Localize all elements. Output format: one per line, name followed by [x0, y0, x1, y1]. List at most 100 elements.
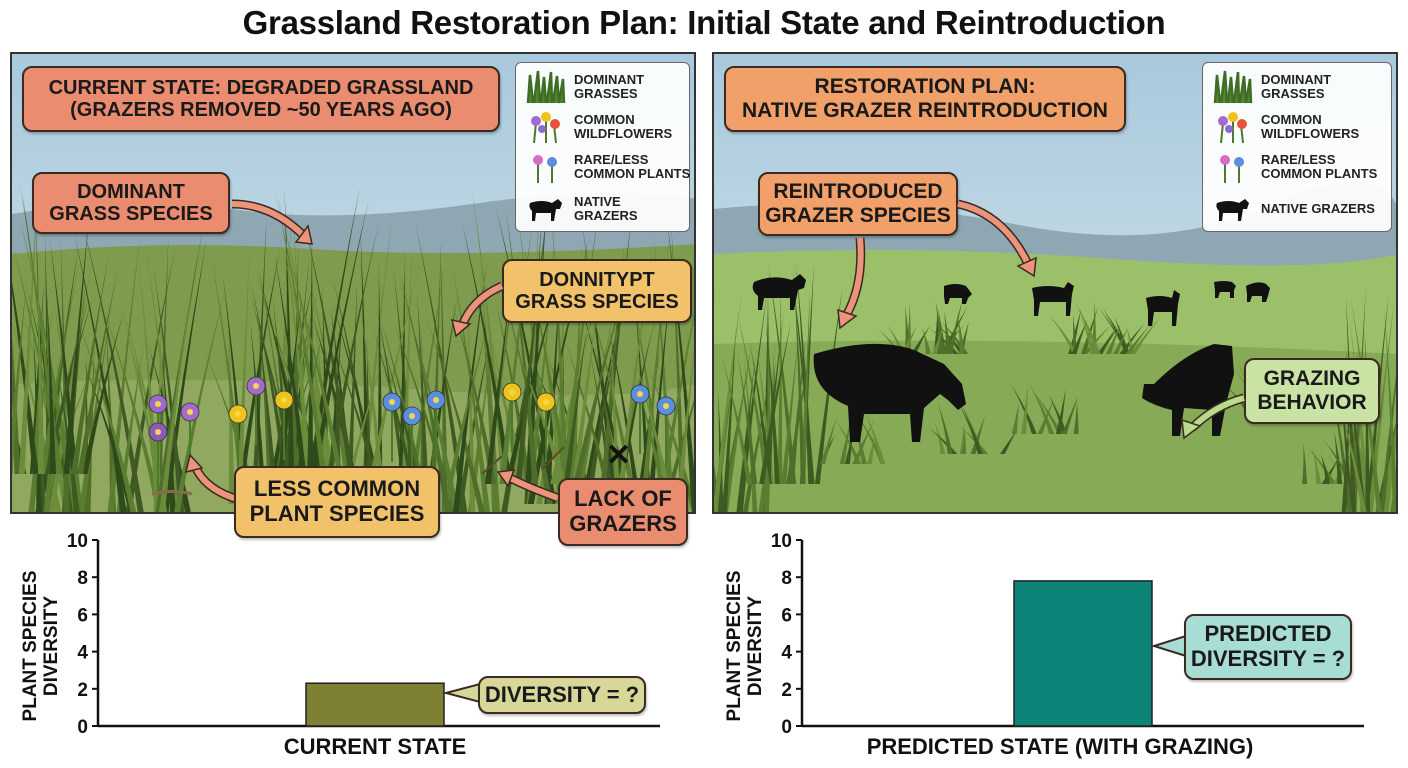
grass-blade	[461, 220, 513, 484]
grass-blade	[416, 289, 430, 512]
grass-blade	[852, 418, 875, 464]
grass-blade	[577, 291, 632, 512]
grass-blade	[481, 301, 498, 512]
grass-blade	[276, 295, 303, 484]
legend-label: WILDFLOWERS	[574, 126, 673, 141]
callout-line: PLANT SPECIES	[249, 501, 425, 526]
grass-blade	[901, 325, 917, 354]
grass-blade	[372, 327, 421, 512]
annotation-pointer	[442, 682, 481, 704]
flower-center	[509, 389, 515, 395]
flower-center	[155, 401, 161, 407]
grass-blade	[379, 314, 430, 512]
current-state-scene: CURRENT STATE: DEGRADED GRASSLAND (GRAZE…	[10, 52, 696, 514]
grass-blade	[1384, 310, 1396, 512]
dominant-grass-callout: DOMINANT GRASS SPECIES	[32, 172, 230, 234]
grass-blade	[307, 187, 360, 485]
grass-blade	[956, 312, 965, 354]
legend-label: DOMINANT	[1261, 71, 1332, 87]
grass-blade	[608, 326, 643, 512]
grass-blade	[275, 193, 328, 485]
wildflower-icon	[1218, 112, 1247, 144]
annotation-line: DIVERSITY = ?	[1190, 646, 1346, 671]
grass-icon	[1213, 70, 1253, 104]
callout-line: DOMINANT	[77, 180, 185, 203]
grass-blade	[398, 281, 460, 512]
grass-blade	[153, 268, 185, 512]
legend-label: NATIVE	[574, 193, 621, 209]
flower-center	[637, 391, 643, 397]
grass-blade	[399, 269, 451, 512]
y-axis-title-line: PLANT SPECIES	[724, 571, 745, 722]
grass-blade	[742, 366, 773, 512]
callout-line: DONNITYPT	[539, 268, 655, 291]
less-common-plant-callout: LESS COMMON PLANT SPECIES	[234, 466, 440, 538]
y-axis-title-line: DIVERSITY	[745, 596, 766, 697]
legend-label: COMMON PLANTS	[1261, 166, 1378, 181]
wildflowers	[148, 376, 676, 492]
diversity-annotation: DIVERSITY = ?	[478, 676, 646, 714]
grass-blade	[864, 411, 886, 464]
grass-blade	[1341, 372, 1352, 512]
grass-blade	[31, 306, 45, 474]
grass-blade	[73, 231, 127, 512]
x-axis-label: CURRENT STATE	[283, 734, 467, 759]
grass-blade	[304, 220, 356, 484]
legend-label: GRASSES	[574, 86, 638, 101]
grazer-icon	[529, 199, 562, 221]
grass-blade	[138, 253, 161, 512]
grass-blade	[1305, 444, 1337, 484]
grass-blade	[101, 301, 163, 512]
y-tick-label: 0	[781, 717, 792, 738]
callout-line: REINTRODUCED	[773, 180, 943, 204]
restoration-plan-scene: RESTORATION PLAN: NATIVE GRAZER REINTROD…	[712, 52, 1398, 514]
grass-blade	[820, 415, 838, 464]
grass-blade	[573, 269, 631, 484]
grass-blade	[1320, 453, 1331, 484]
grass-blade	[495, 204, 557, 504]
grass-blade	[1072, 313, 1078, 354]
grass-blade	[77, 263, 120, 474]
grass-blade	[866, 432, 876, 464]
grass-blade	[720, 353, 752, 484]
grass-blade	[1021, 383, 1028, 434]
legend-item: COMMON WILDFLOWERS	[1211, 109, 1379, 145]
grass-blade	[1011, 402, 1019, 434]
grass-blade	[646, 363, 694, 512]
dense-grass-clumps	[12, 184, 694, 512]
grass-blade	[666, 216, 694, 512]
header-line: RESTORATION PLAN:	[814, 75, 1036, 99]
y-tick-label: 8	[781, 568, 792, 589]
legend-label: NATIVE GRAZERS	[1261, 200, 1375, 216]
grass-blade	[836, 421, 862, 464]
grass-blade	[839, 414, 852, 464]
y-axis-title-line: DIVERSITY	[41, 596, 62, 697]
grass-blade	[564, 339, 616, 512]
grass-blade	[1125, 325, 1150, 354]
grass-blade	[18, 184, 39, 474]
grass-blade	[736, 357, 756, 512]
flower-center	[409, 413, 415, 419]
callout-line: LACK OF	[574, 486, 672, 512]
grass-blade	[999, 428, 1018, 454]
legend-item: DOMINANT GRASSES	[524, 69, 692, 105]
grass-blade	[125, 245, 176, 512]
grass-blade	[1336, 393, 1367, 512]
grass-blade	[507, 329, 567, 484]
legend-item: RARE/LESS COMMON PLANTS	[1211, 149, 1379, 185]
legend-label: RARE/LESS	[574, 151, 649, 167]
y-tick-label: 10	[67, 531, 88, 552]
annotation-line: PREDICTED	[1204, 621, 1332, 647]
grass-blade	[959, 404, 983, 454]
bar	[1013, 580, 1153, 727]
legend: DOMINANT GRASSES COMMON WILDFLOWERS RARE…	[515, 62, 690, 232]
lack-of-grazers-callout: LACK OF GRAZERS	[558, 478, 688, 546]
legend-item: NATIVE GRAZERS	[1211, 191, 1379, 227]
grass-blade	[572, 278, 602, 484]
grass-blade	[153, 307, 162, 512]
current-state-header: CURRENT STATE: DEGRADED GRASSLAND (GRAZE…	[22, 66, 500, 132]
y-tick-label: 4	[77, 643, 88, 664]
grass-blade	[1312, 448, 1322, 484]
y-axis-title: PLANT SPECIESDIVERSITY	[20, 571, 62, 722]
